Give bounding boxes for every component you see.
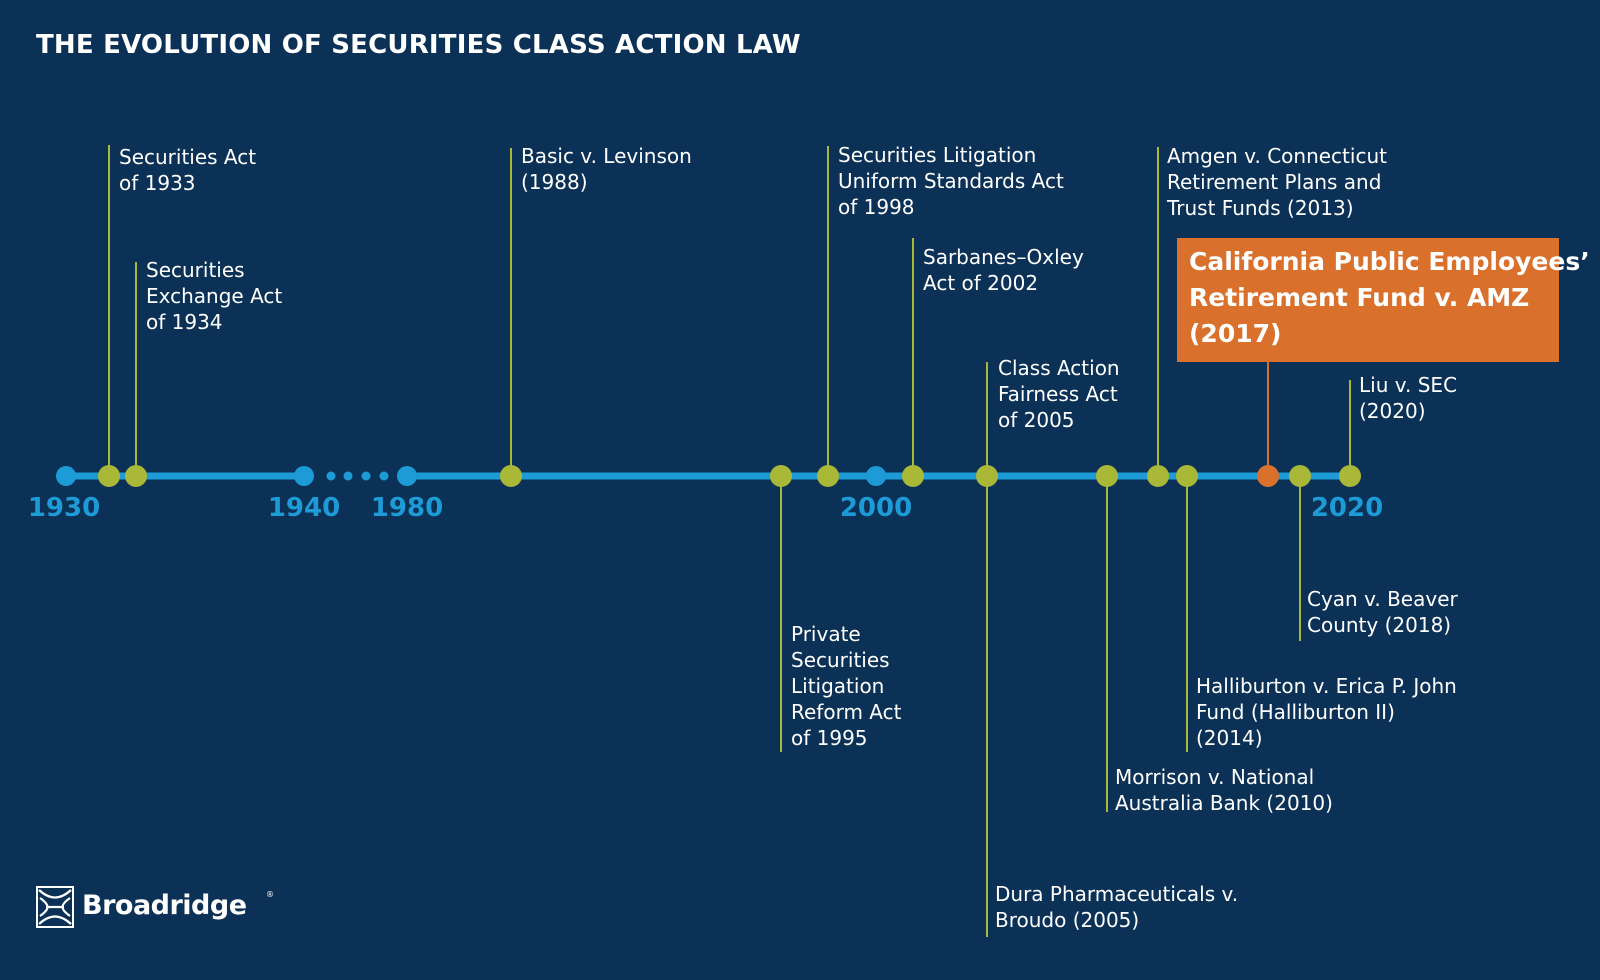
event-node (1289, 465, 1311, 487)
timeline-gap-dot (379, 471, 389, 481)
year-label-2000: 2000 (839, 493, 913, 523)
event-calpers-v-amz-highlight: California Public Employees’ Retirement … (1177, 238, 1590, 362)
year-label-1980: 1980 (370, 493, 444, 523)
event-dura-v-broudo: Dura Pharmaceuticals v. Broudo (2005) (995, 882, 1239, 932)
event-node (1096, 465, 1118, 487)
year-node (866, 466, 886, 486)
event-basic-v-levinson: Basic v. Levinson (1988) (521, 144, 692, 194)
year-node (397, 466, 417, 486)
event-halliburton-ii: Halliburton v. Erica P. John Fund (Halli… (1196, 674, 1457, 750)
timeline-gap-dot (343, 471, 353, 481)
event-node (500, 465, 522, 487)
registered-mark: ® (266, 890, 274, 899)
year-label-1940: 1940 (267, 493, 341, 523)
event-cafa-2005: Class Action Fairness Act of 2005 (998, 356, 1120, 432)
event-node (1147, 465, 1169, 487)
event-pslra-1995: Private Securities Litigation Reform Act… (791, 622, 902, 750)
event-node (1339, 465, 1361, 487)
year-label-1930: 1930 (27, 493, 101, 523)
broadridge-wordmark: Broadridge (82, 890, 247, 921)
event-sarbanes-oxley-2002: Sarbanes–Oxley Act of 2002 (923, 245, 1084, 295)
event-slusa-1998: Securities Litigation Uniform Standards … (838, 143, 1064, 219)
year-node (56, 466, 76, 486)
event-node (125, 465, 147, 487)
event-node (98, 465, 120, 487)
broadridge-logo-icon (36, 886, 74, 928)
event-securities-exchange-act-1934: Securities Exchange Act of 1934 (146, 258, 283, 334)
year-node (294, 466, 314, 486)
event-morrison-v-nab: Morrison v. National Australia Bank (201… (1115, 765, 1333, 815)
event-liu-v-sec: Liu v. SEC (2020) (1359, 373, 1458, 423)
event-node (1176, 465, 1198, 487)
highlight-event-node (1257, 465, 1279, 487)
broadridge-logo: Broadridge ® (36, 886, 274, 930)
timeline-gap-dot (326, 471, 336, 481)
page-title: THE EVOLUTION OF SECURITIES CLASS ACTION… (36, 30, 801, 60)
event-securities-act-1933: Securities Act of 1933 (119, 145, 257, 195)
event-node (770, 465, 792, 487)
event-node (976, 465, 998, 487)
event-amgen-v-connecticut: Amgen v. Connecticut Retirement Plans an… (1167, 144, 1387, 220)
year-label-2020: 2020 (1310, 493, 1384, 523)
timeline-gap-dot (361, 471, 371, 481)
event-node (817, 465, 839, 487)
event-cyan-v-beaver: Cyan v. Beaver County (2018) (1307, 587, 1458, 637)
event-node (902, 465, 924, 487)
